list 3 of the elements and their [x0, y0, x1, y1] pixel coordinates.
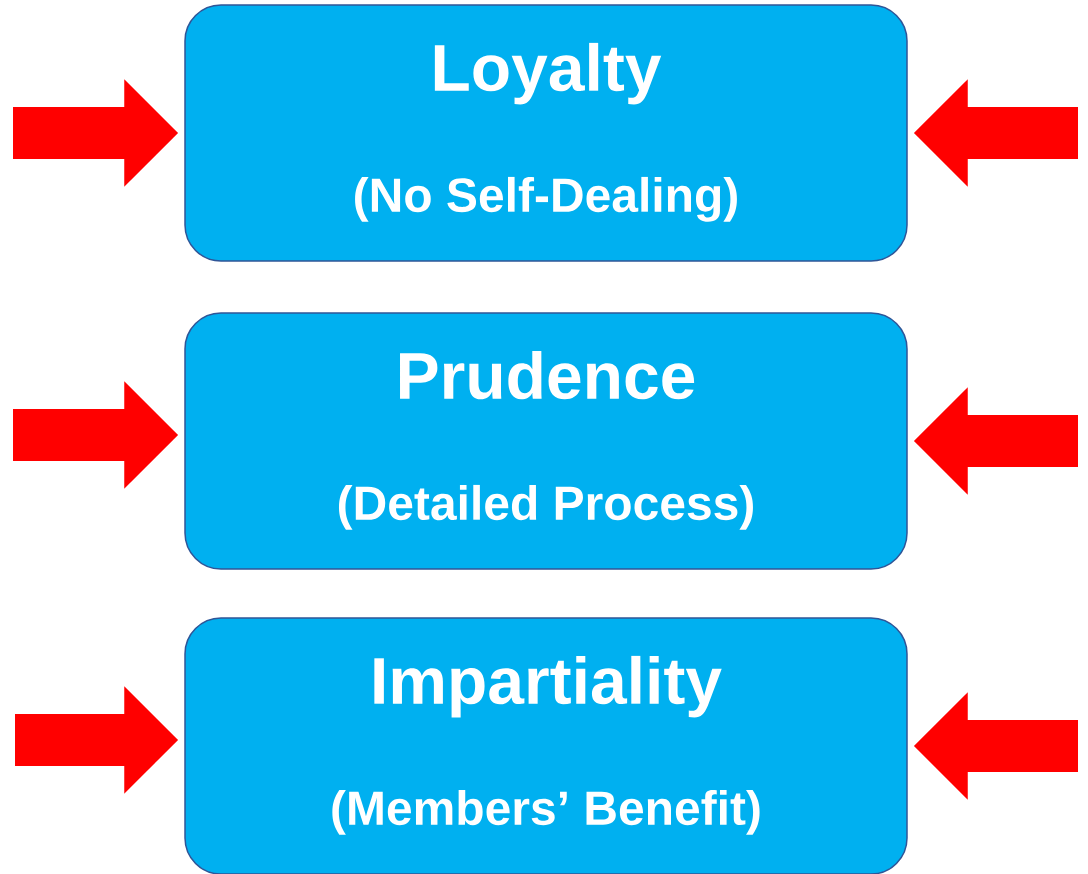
- rounded-box: Loyalty (No Self-Dealing): [184, 4, 908, 262]
- rounded-box: Prudence (Detailed Process): [184, 312, 908, 570]
- rounded-box: Impartiality (Members’ Benefit): [184, 617, 908, 874]
